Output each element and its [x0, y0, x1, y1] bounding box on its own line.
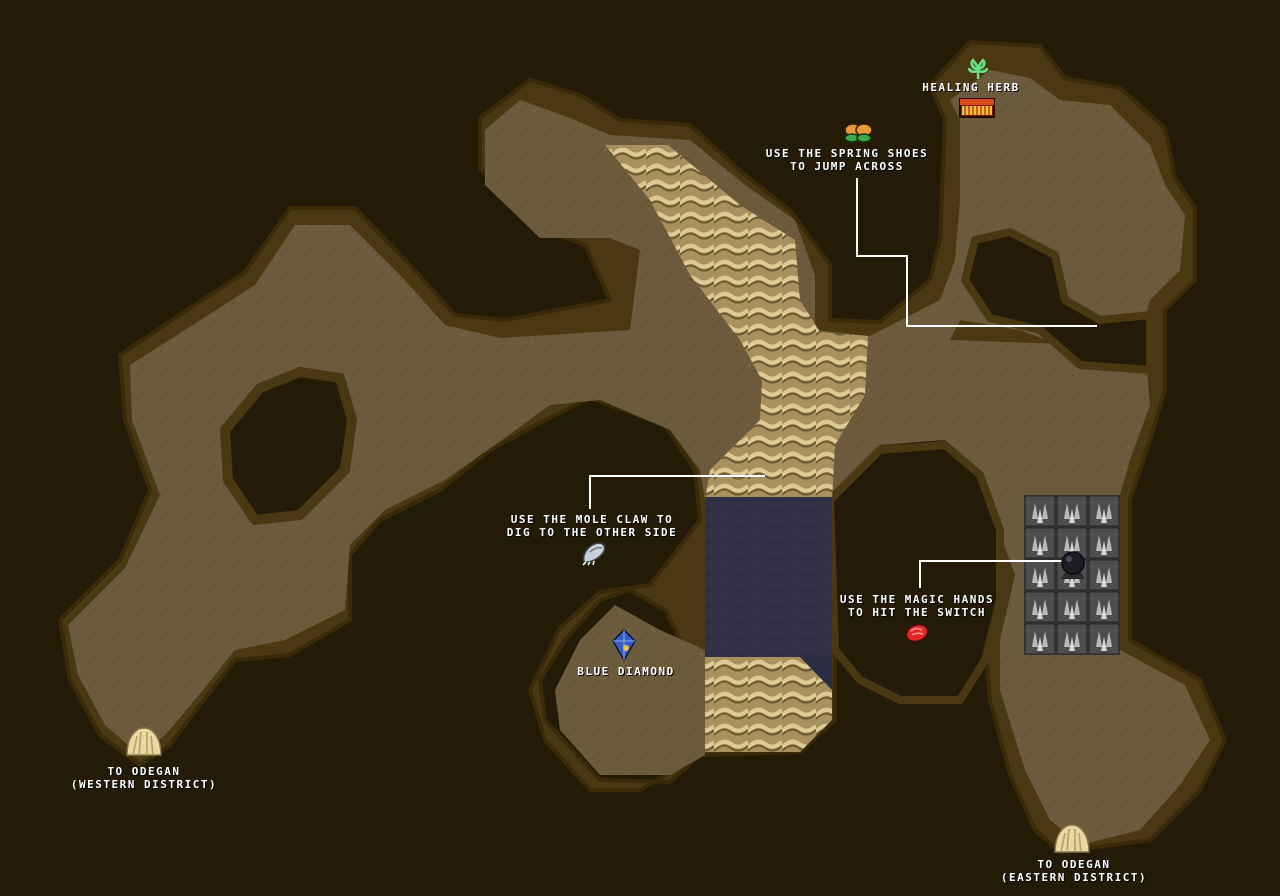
mole-claw-icon[interactable]: [580, 540, 608, 566]
magic-hands-line2: TO HIT THE SWITCH: [847, 606, 987, 619]
west-exit-line2: (WESTERN DISTRICT): [70, 778, 218, 791]
west-exit-line1: TO ODEGAN: [107, 765, 181, 778]
blue-diamond-text: BLUE DIAMOND: [577, 665, 675, 678]
healing-herb-label: HEALING HERB: [922, 81, 1019, 94]
spring-shoes-line1: USE THE SPRING SHOES: [765, 147, 929, 160]
cave-floor: [68, 70, 1210, 845]
east-exit-line2: (EASTERN DISTRICT): [1000, 871, 1148, 884]
rock-pillar: [220, 367, 357, 525]
blue-diamond-icon[interactable]: [611, 628, 637, 662]
mole-claw-line1: USE THE MOLE CLAW TO: [510, 513, 674, 526]
healing-herb-text: HEALING HERB: [922, 81, 1020, 94]
blue-diamond-label: BLUE DIAMOND: [577, 665, 674, 678]
spring-shoes-icon[interactable]: [843, 121, 873, 145]
water-pool: [705, 497, 832, 657]
rock-pocket: [961, 228, 1154, 374]
herb-icon[interactable]: [966, 57, 990, 81]
rock-gap: [826, 441, 1004, 704]
magic-hands-icon[interactable]: [904, 622, 930, 644]
exit-mound-icon[interactable]: [125, 726, 163, 756]
spring-shoes-line2: TO JUMP ACROSS: [790, 160, 904, 173]
exit-mound-icon[interactable]: [1053, 823, 1091, 853]
mole-claw-line2: DIG TO THE OTHER SIDE: [506, 526, 678, 539]
callout-lines: [589, 178, 1097, 588]
east-exit-label: TO ODEGAN (EASTERN DISTRICT): [1001, 858, 1147, 884]
magic-hands-line1: USE THE MAGIC HANDS: [839, 593, 995, 606]
east-exit-line1: TO ODEGAN: [1037, 858, 1111, 871]
water-edge: [800, 657, 832, 690]
west-exit-label: TO ODEGAN (WESTERN DISTRICT): [71, 765, 217, 791]
treasure-chest-icon[interactable]: [959, 97, 995, 119]
switch-icon[interactable]: [1057, 549, 1089, 581]
mole-claw-callout: USE THE MOLE CLAW TO DIG TO THE OTHER SI…: [507, 513, 678, 539]
spring-shoes-callout: USE THE SPRING SHOES TO JUMP ACROSS: [766, 147, 928, 173]
magic-hands-callout: USE THE MAGIC HANDS TO HIT THE SWITCH: [840, 593, 994, 619]
